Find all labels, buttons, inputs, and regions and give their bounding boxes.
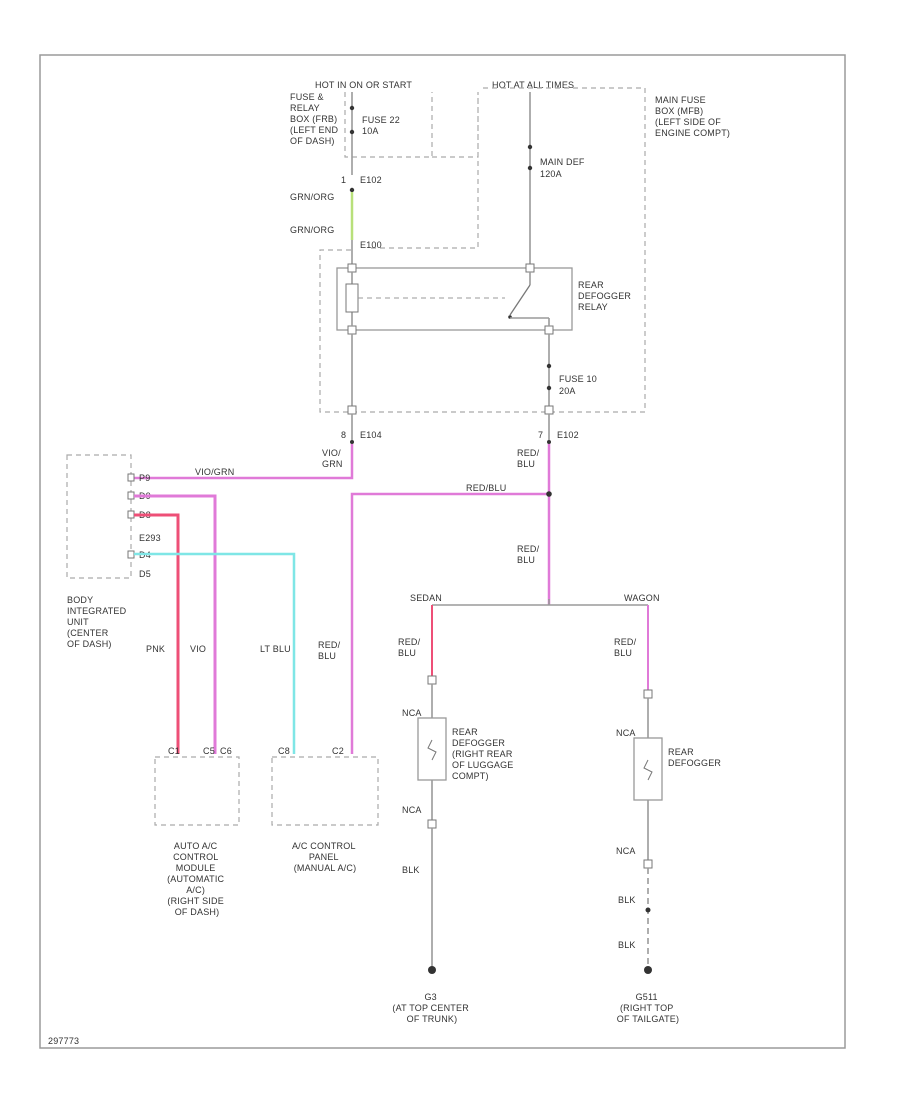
label-red-blu-wagon: RED/ BLU [614,637,639,658]
main-def-terminal-bottom [527,165,533,171]
label-hot-in-start: HOT IN ON OR START [315,80,412,90]
label-main-fuse-box: MAIN FUSE BOX (MFB) (LEFT SIDE OF ENGINE… [655,95,730,138]
label-ground-g3: G3 (AT TOP CENTER OF TRUNK) [392,992,471,1024]
label-red-blu-2: RED/ BLU [517,544,542,565]
biu-pin-label: P9 [139,473,150,483]
label-rear-defogger-sedan: REAR DEFOGGER (RIGHT REAR OF LUGGAGE COM… [452,727,516,781]
wire-red-blu-to-ac-panel [350,492,549,754]
label-body-integrated-unit: BODY INTEGRATED UNIT (CENTER OF DASH) [67,595,129,649]
fuse-22-terminal-bottom [349,129,355,135]
diagram-border [39,54,846,1049]
label-auto-ac-module: AUTO A/C CONTROL MODULE (AUTOMATIC A/C) … [167,841,227,917]
label-pin-c1: C1 [168,746,180,756]
auto-ac-control-module [154,756,240,826]
wire-lt-blu [134,552,296,754]
label-conn-e102: E102 [360,175,382,185]
label-red-blu-long: RED/BLU [466,483,506,493]
label-lt-blu: LT BLU [260,644,291,654]
fuse-22-terminal-top [349,105,355,111]
rear-defogger-sedan [417,717,447,781]
label-main-def: MAIN DEF [540,157,585,167]
label-blk-2: BLK [618,895,636,905]
label-vio: VIO [190,644,206,654]
relay-coil [345,283,359,313]
label-pin-c5: C5 [203,746,215,756]
label-vio-grn-long: VIO/GRN [195,467,234,477]
ground-g511 [644,966,652,974]
relay-switch-contact [509,284,531,316]
label-vio-grn: VIO/ GRN [322,448,344,469]
label-blk-3: BLK [618,940,636,950]
label-red-blu-1: RED/ BLU [517,448,542,469]
label-fuse-22-amp: 10A [362,126,379,136]
main-fuse-box-outline [319,87,646,413]
wire-vio [134,494,217,754]
body-integrated-unit [66,454,132,579]
rear-defogger-relay [336,267,573,331]
label-red-blu-sedan: RED/ BLU [398,637,423,658]
fuse-relay-box-lower-outline [368,92,479,249]
main-def-terminal-top [527,144,533,150]
fuse-relay-box-outline [344,92,433,158]
label-fuse-22: FUSE 22 [362,115,400,125]
ground-g3 [428,966,436,974]
label-conn-e102b: E102 [557,430,579,440]
splice-blk [645,907,651,913]
label-grn-org-bottom: GRN/ORG [290,225,334,235]
label-rear-defogger-wagon: REAR DEFOGGER [668,747,721,768]
label-wagon: WAGON [624,593,660,603]
label-nca-2: NCA [402,805,422,815]
conn-e102-terminal [349,187,355,193]
ac-control-panel [271,756,379,826]
splice-red-blu [546,491,552,497]
label-fuse-relay-box: FUSE & RELAY BOX (FRB) (LEFT END OF DASH… [290,92,341,146]
label-pin-c6: C6 [220,746,232,756]
label-pin-8: 8 [341,430,346,440]
label-nca-1: NCA [402,708,422,718]
label-conn-e100: E100 [360,240,382,250]
rear-defogger-wagon [633,737,663,801]
label-fuse-10-amp: 20A [559,386,576,396]
label-grn-org-top: GRN/ORG [290,192,334,202]
label-sedan: SEDAN [410,593,442,603]
label-red-blu-3: RED/ BLU [318,640,343,661]
label-pin-1: 1 [341,175,346,185]
label-pin-c2: C2 [332,746,344,756]
label-blk-1: BLK [402,865,420,875]
biu-pin-connectors [127,473,135,559]
label-main-def-amp: 120A [540,169,562,179]
label-conn-e104: E104 [360,430,382,440]
biu-pin-label: E293 [139,533,161,543]
label-nca-4: NCA [616,846,636,856]
wire-pnk [134,513,180,754]
label-rear-defogger-relay: REAR DEFOGGER RELAY [578,280,634,312]
label-fuse-10: FUSE 10 [559,374,597,384]
fuse-10-terminal-bottom [546,385,552,391]
label-ac-control-panel: A/C CONTROL PANEL (MANUAL A/C) [292,841,358,873]
label-nca-3: NCA [616,728,636,738]
label-hot-at-all-times: HOT AT ALL TIMES [492,80,574,90]
figure-id: 297773 [48,1036,79,1046]
label-ground-g511: G511 (RIGHT TOP OF TAILGATE) [617,992,679,1024]
biu-pin-label: D5 [139,569,151,579]
label-pin-c8: C8 [278,746,290,756]
fuse-10-terminal-top [546,363,552,369]
label-pin-7: 7 [538,430,543,440]
label-pnk: PNK [146,644,165,654]
wire-vio-grn [130,444,354,480]
